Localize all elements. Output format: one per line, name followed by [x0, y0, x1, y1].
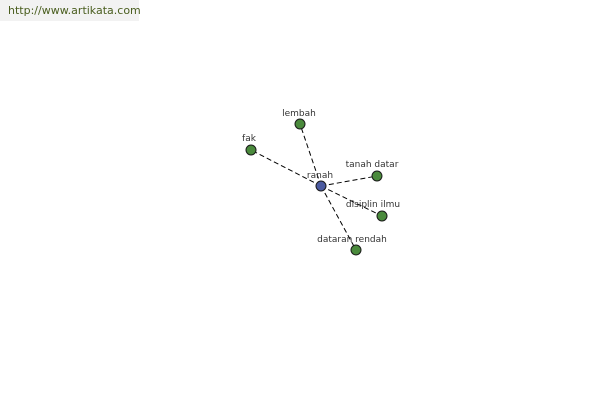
graph-edges: [250, 123, 383, 251]
site-url[interactable]: http://www.artikata.com: [8, 4, 141, 17]
node-label-disiplin-ilmu[interactable]: disiplin ilmu: [346, 200, 400, 210]
node-fak[interactable]: fak: [242, 134, 257, 156]
leaf-node-circle[interactable]: [350, 244, 362, 256]
node-dataran-rendah[interactable]: dataran rendah: [317, 235, 387, 256]
node-lembah[interactable]: lembah: [282, 109, 316, 130]
edge-ranah-disiplin-ilmu: [320, 185, 383, 217]
blue-circle-node-icon[interactable]: [315, 180, 327, 192]
node-label-dataran-rendah[interactable]: dataran rendah: [317, 235, 387, 245]
leaf-node-circle[interactable]: [376, 210, 388, 222]
edge-ranah-lembah: [299, 123, 322, 187]
node-label-lembah[interactable]: lembah: [282, 109, 316, 119]
node-label-ranah[interactable]: ranah: [307, 171, 333, 181]
node-tanah-datar[interactable]: tanah datar: [346, 160, 399, 182]
node-label-tanah-datar[interactable]: tanah datar: [346, 160, 399, 170]
leaf-node-circle[interactable]: [245, 144, 257, 156]
edge-ranah-dataran-rendah: [320, 185, 357, 251]
node-disiplin-ilmu[interactable]: disiplin ilmu: [346, 200, 400, 222]
node-label-fak[interactable]: fak: [242, 134, 257, 144]
edge-ranah-tanah-datar: [320, 175, 378, 187]
leaf-node-circle[interactable]: [371, 170, 383, 182]
node-ranah[interactable]: ranah: [307, 171, 333, 192]
leaf-node-circle[interactable]: [294, 118, 306, 130]
url-banner: http://www.artikata.com: [0, 0, 141, 21]
edge-ranah-fak: [250, 149, 322, 187]
